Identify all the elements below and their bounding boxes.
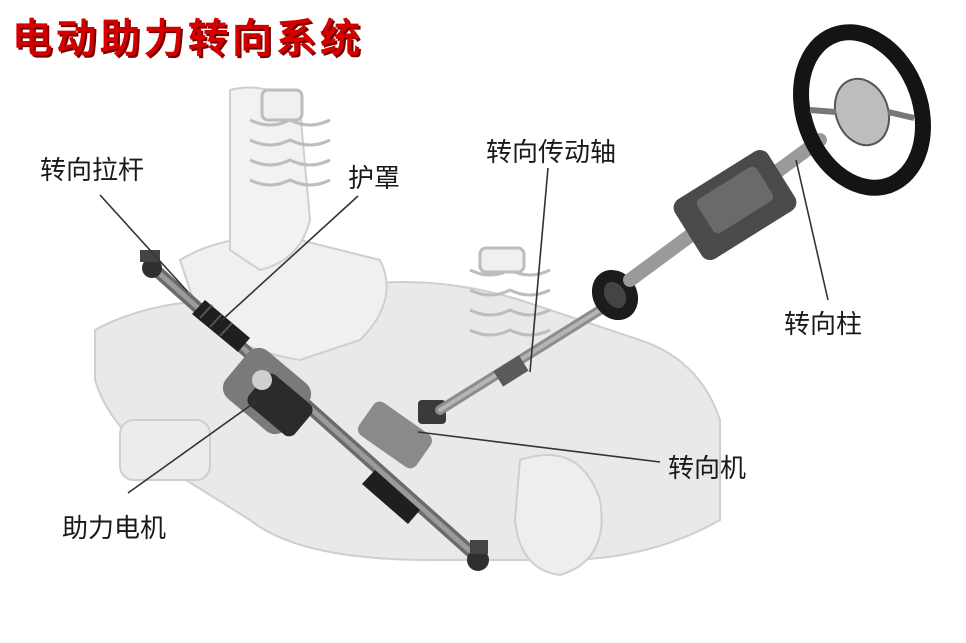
tie-rod-end-left [140,250,162,278]
label-boot: 护罩 [348,164,401,194]
steering-column [623,133,827,287]
label-steering-column: 转向柱 [784,310,863,340]
rack-boot-right [362,470,420,524]
assist-motor [222,347,313,437]
tie-rod-end-right [467,540,489,571]
label-steering-gear: 转向机 [668,454,747,484]
leader-steering-column [795,159,829,301]
leader-tie-rod [99,194,189,293]
intermediate-shaft [435,305,605,415]
leader-steering-gear [417,431,661,463]
rack-boot-left [192,300,250,352]
leader-assist-motor [127,399,259,494]
leader-lines [99,159,829,494]
label-tie-rod: 转向拉杆 [40,156,145,186]
steering-wheel [793,24,931,196]
label-assist-motor: 助力电机 [62,514,167,544]
left-strut [249,88,331,187]
label-intermediate-shaft: 转向传动轴 [486,138,617,168]
leader-boot [221,195,359,321]
page-title: 电动助力转向系统 [12,15,364,62]
leader-intermediate-shaft [529,167,549,373]
